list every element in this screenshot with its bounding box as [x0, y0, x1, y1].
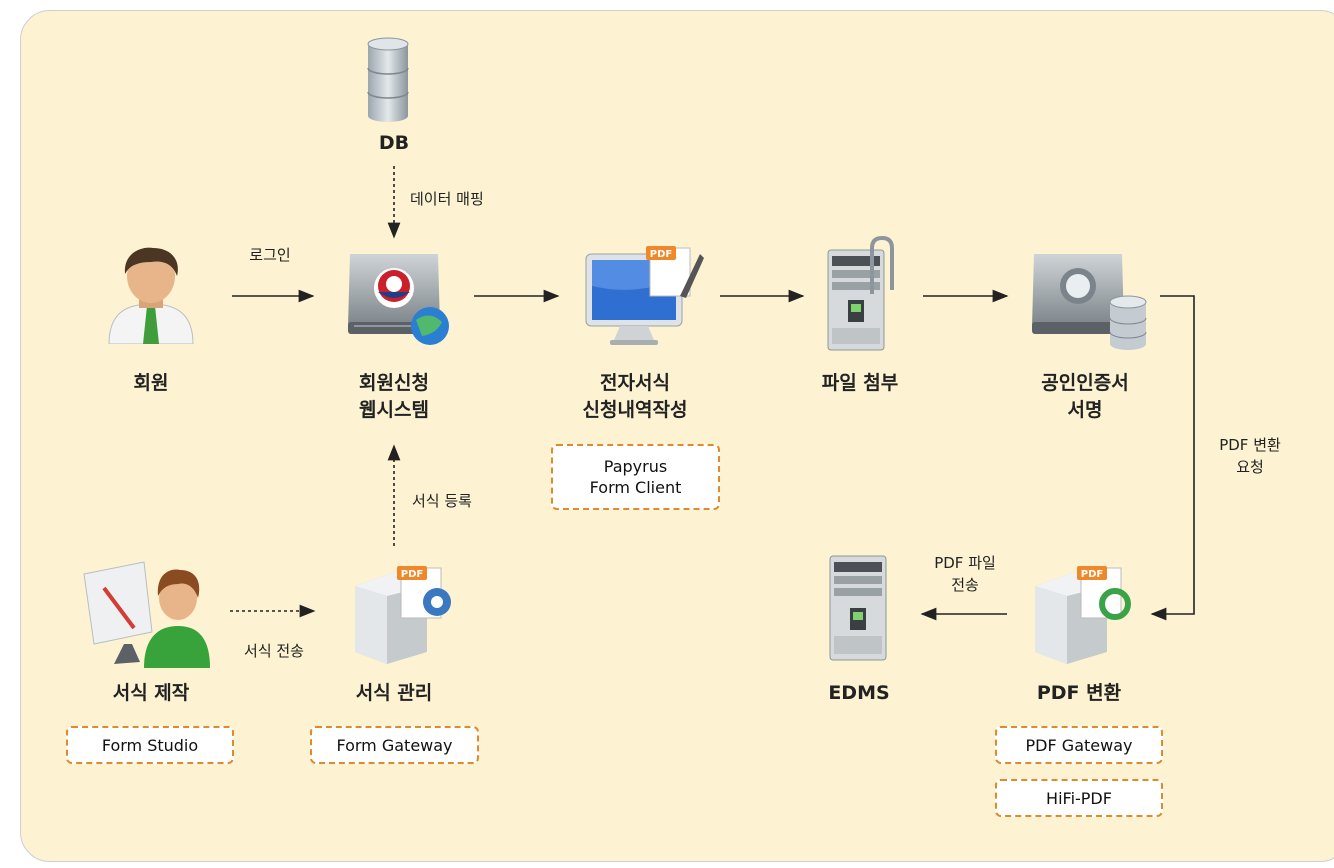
pdf-request-line1: PDF 변환	[1219, 436, 1281, 454]
pdf-file-line2: 전송	[951, 576, 979, 594]
pdf-gear-server-icon: PDF	[355, 566, 451, 664]
papyrus-line1: Papyrus	[603, 457, 668, 476]
user-icon	[108, 247, 194, 344]
designer-user-icon	[83, 561, 210, 668]
pdf-file-label: PDF 파일 전송	[910, 552, 1020, 596]
arrow-cert-to-pdf-convert	[1150, 295, 1195, 621]
e-form-line2: 신청내역작성	[582, 399, 688, 421]
web-system-label: 회원신청 웹시스템	[334, 370, 454, 424]
pdf-badge: PDF	[650, 249, 672, 260]
e-form-label: 전자서식 신청내역작성	[560, 370, 710, 424]
pdf-request-label: PDF 변환 요청	[1204, 434, 1296, 478]
database-icon	[367, 37, 409, 122]
cert-line2: 서명	[1067, 399, 1103, 421]
form-register-label: 서식 등록	[412, 492, 472, 510]
tower-server-icon	[829, 555, 887, 661]
web-system-line2: 웹시스템	[359, 399, 429, 421]
pdf-file-line1: PDF 파일	[934, 554, 996, 572]
edms-label: EDMS	[828, 682, 890, 704]
web-system-line1: 회원신청	[359, 372, 429, 394]
cert-label: 공인인증서 서명	[1020, 370, 1150, 424]
form-make-label: 서식 제작	[112, 682, 190, 704]
globe-db-server-icon	[1032, 254, 1147, 350]
login-label: 로그인	[249, 246, 291, 264]
paperclip-server-icon	[827, 235, 894, 351]
form-studio-tag: Form Studio	[66, 726, 234, 764]
form-mgmt-label: 서식 관리	[355, 682, 433, 704]
pdf-gateway-tag: PDF Gateway	[995, 726, 1163, 764]
pdf-badge: PDF	[1081, 569, 1103, 580]
hifi-pdf-tag: HiFi-PDF	[995, 779, 1163, 817]
e-form-line1: 전자서식	[600, 372, 670, 394]
papyrus-line2: Form Client	[589, 478, 682, 497]
web-server-icon	[348, 254, 449, 345]
form-gateway-tag: Form Gateway	[310, 726, 479, 764]
pdf-badge: PDF	[401, 569, 423, 580]
form-send-label: 서식 전송	[244, 642, 304, 660]
papyrus-tag: Papyrus Form Client	[551, 444, 720, 510]
db-label: DB	[378, 132, 410, 154]
pdf-convert-label: PDF 변환	[1036, 682, 1122, 704]
pdf-monitor-icon: PDF	[585, 246, 704, 345]
pdf-request-line2: 요청	[1236, 458, 1264, 476]
attach-label: 파일 첨부	[821, 372, 899, 394]
cert-line1: 공인인증서	[1041, 372, 1129, 394]
pdf-refresh-server-icon: PDF	[1035, 566, 1131, 664]
data-mapping-label: 데이터 매핑	[410, 190, 484, 208]
member-label: 회원	[133, 372, 169, 394]
diagram-panel	[20, 10, 1334, 862]
